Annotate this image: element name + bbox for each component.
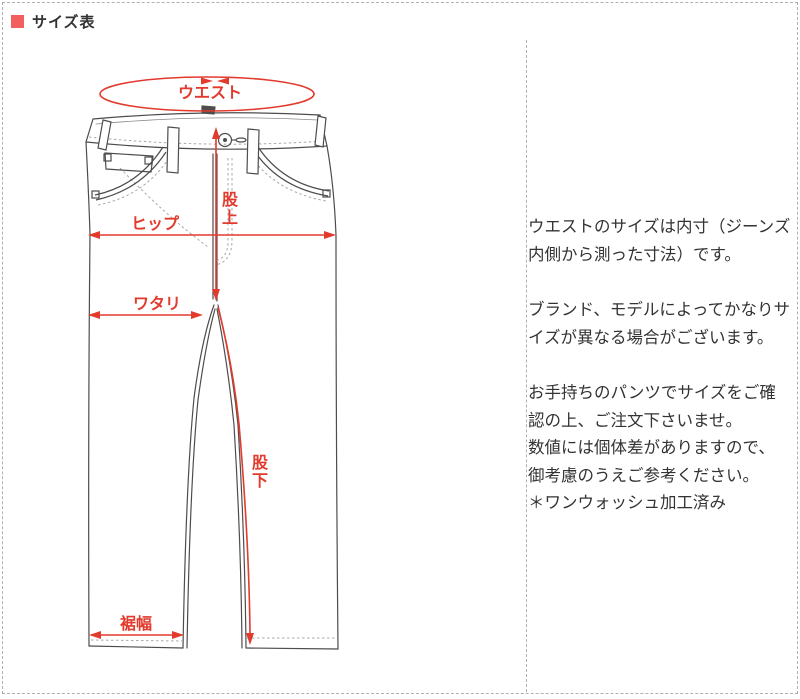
jeans-outline (85, 112, 339, 650)
note-line: お手持ちのパンツでサイズをご確 (528, 383, 776, 402)
hip-arrow-left-icon (88, 231, 100, 239)
note-line: イズが異なる場合がございます。 (528, 327, 774, 347)
red-square-bullet-icon (11, 14, 24, 28)
rise-arrow-up-icon (212, 127, 220, 139)
thigh-arrow-left-icon (88, 311, 100, 319)
rise-arrow-down-icon (212, 289, 220, 301)
rise-label: 股上 (219, 191, 236, 227)
jeans-measurement-diagram: ウエスト 股上 ヒップ ワタリ 股下 裾幅 (85, 76, 339, 650)
jeans-pockets (91, 146, 331, 201)
inseam-line (217, 306, 251, 635)
note-paragraph: お手持ちのパンツでサイズをご確 認の上、ご注文下さいませ。 数値には個体差があり… (528, 379, 796, 517)
note-line: 認の上、ご注文下さいませ。 (528, 410, 743, 430)
note-paragraph: ウエストのサイズは内寸（ジーンズ 内側から測った寸法）です。 (528, 213, 796, 268)
inseam-label: 股下 (249, 454, 266, 490)
note-line: ＊ワンウォッシュ加工済み (528, 493, 726, 512)
jeans-diagram-svg (85, 76, 339, 650)
waist-label: ウエスト (177, 85, 242, 102)
note-line: ウエストのサイズは内寸（ジーンズ (528, 217, 791, 236)
waist-arrow-right-icon (201, 77, 213, 85)
thigh-label: ワタリ (133, 296, 182, 313)
waist-ellipse (99, 76, 315, 112)
waist-button (217, 132, 247, 148)
section-title: サイズ表 (32, 13, 96, 31)
hip-arrow-right-icon (324, 231, 336, 239)
inseam-arrow-down-icon (246, 633, 254, 645)
jeans-stitching (88, 136, 336, 642)
note-line: 御考慮のうえご参考ください。 (528, 465, 759, 485)
note-line: 内側から測った寸法）です。 (528, 244, 741, 264)
vertical-divider (526, 40, 527, 692)
section-header: サイズ表 (11, 12, 96, 31)
belt-loops (97, 105, 327, 175)
hem-arrow-left-icon (89, 631, 101, 639)
note-paragraph: ブランド、モデルによってかなりサ イズが異なる場合がございます。 (528, 296, 796, 351)
note-line: ブランド、モデルによってかなりサ (528, 300, 791, 319)
hem-arrow-right-icon (172, 631, 184, 639)
thigh-arrow-right-icon (191, 311, 203, 319)
hip-label: ヒップ (131, 216, 180, 233)
notes-section: ウエストのサイズは内寸（ジーンズ 内側から測った寸法）です。 ブランド、モデルに… (528, 213, 796, 545)
hem-width-label: 裾幅 (120, 616, 153, 633)
note-line: 数値には個体差がありますので、 (528, 438, 775, 457)
waist-arrow-left-icon (217, 77, 229, 85)
measurement-annotations (88, 76, 336, 645)
